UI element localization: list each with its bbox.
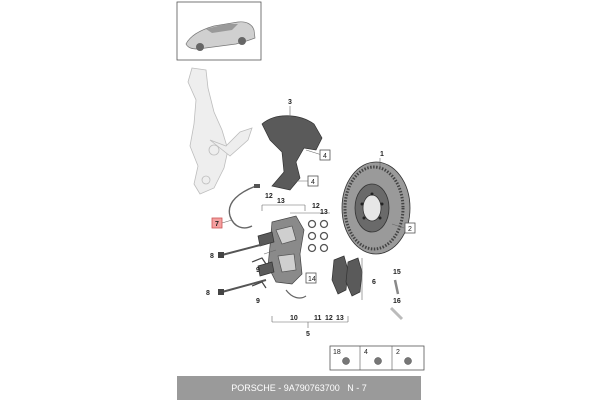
footer-section: N - 7 <box>347 383 367 393</box>
lower-wire <box>285 289 307 299</box>
label-bolt-lower: 8 <box>206 290 210 297</box>
label-caliper-screw: 14 <box>308 276 316 283</box>
footer-separator: - <box>275 383 284 393</box>
dimension-lines <box>261 204 349 328</box>
label-wear-sensor: 7 <box>215 221 219 228</box>
label-brake-pads: 6 <box>372 279 376 286</box>
vehicle-thumbnail <box>176 1 262 61</box>
label-shield-screw-2: 4 <box>311 179 315 186</box>
disc-screw-box <box>404 222 416 234</box>
label-shield-screw: 4 <box>323 153 327 160</box>
caliper-bolts <box>218 243 267 295</box>
brake-shield <box>261 106 323 191</box>
label-kit-top: 12 <box>265 193 273 200</box>
label-pin-bottom: 10 <box>290 315 298 322</box>
label-clip-upper: 9 <box>256 267 260 274</box>
seal-rings <box>307 219 329 253</box>
footer-part-number: 9A790763700 <box>283 383 340 393</box>
label-ring-top: 13 <box>277 198 285 205</box>
diagram-footer: PORSCHE - 9A790763700 N - 7 <box>177 376 421 400</box>
label-seal-bottom: 11 <box>314 315 322 322</box>
brake-pads <box>331 255 363 300</box>
footer-brand: PORSCHE <box>231 383 276 393</box>
label-ring-mid: 13 <box>320 209 328 216</box>
label-kit-bottom: 12 <box>325 315 333 322</box>
wear-sensor-highlight <box>211 217 223 229</box>
label-bolt-upper: 8 <box>210 253 214 260</box>
retaining-clips <box>251 257 267 289</box>
label-caliper-assembly: 5 <box>306 331 310 338</box>
label-brake-shield: 3 <box>288 99 292 106</box>
legend-label-4: 4 <box>364 349 368 356</box>
label-disc-screw: 2 <box>408 226 412 233</box>
brake-disc <box>341 158 411 255</box>
brake-caliper <box>257 215 305 285</box>
label-kit-mid: 12 <box>312 203 320 210</box>
legend-box <box>329 345 425 371</box>
label-pin-right: 15 <box>393 269 401 276</box>
pins-right <box>389 279 404 321</box>
steering-knuckle-ghost <box>187 67 253 195</box>
label-clip-lower: 9 <box>256 298 260 305</box>
label-spring-right: 16 <box>393 298 401 305</box>
legend-label-2: 2 <box>396 349 400 356</box>
label-ring-bottom: 13 <box>336 315 344 322</box>
legend-label-18: 18 <box>333 349 341 356</box>
label-brake-disc: 1 <box>380 151 384 158</box>
shield-screw-box <box>319 149 331 161</box>
caliper-screw-box <box>305 272 317 284</box>
wear-sensor-wire <box>221 184 260 229</box>
shield-screw-box-2 <box>307 175 319 187</box>
